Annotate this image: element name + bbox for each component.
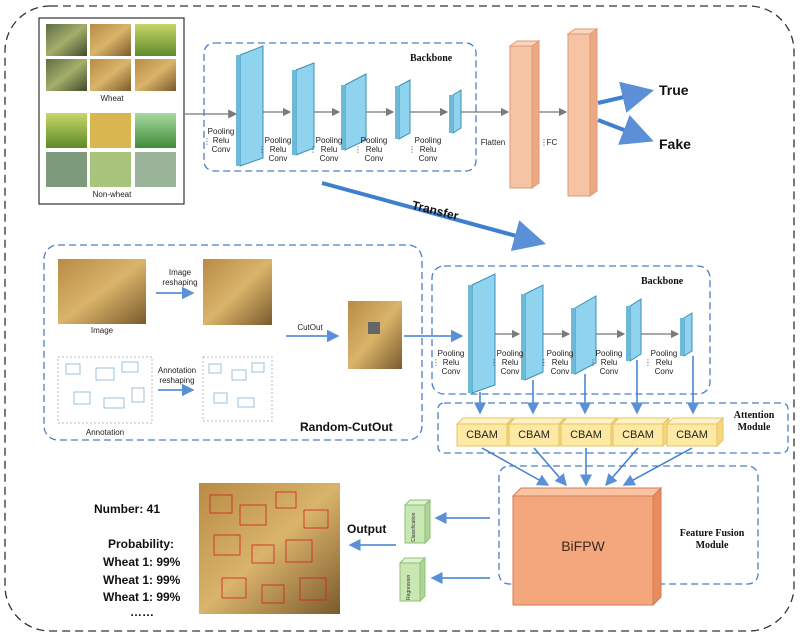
wheat-thumb xyxy=(90,59,131,91)
annotation-reshaping-label: Annotation reshaping xyxy=(157,366,197,385)
attention-module-title: Attention Module xyxy=(733,410,775,433)
outer-frame xyxy=(4,5,795,632)
transfer-arrow xyxy=(321,181,546,252)
wheat-thumb xyxy=(90,24,131,56)
probability-ellipsis: …… xyxy=(130,605,154,619)
lower-conv-layer-4 xyxy=(626,298,642,362)
probability-title: Probability: xyxy=(108,537,175,551)
top-conv-layer-3 xyxy=(341,73,367,151)
nonwheat-thumb xyxy=(135,152,176,187)
top-conv-layer-2 xyxy=(292,62,315,156)
top-backbone-title: Backbone xyxy=(410,53,453,64)
regression-head xyxy=(398,556,427,603)
annotation-image xyxy=(57,356,153,424)
fake-arrow xyxy=(597,115,654,145)
lower-backbone-title: Backbone xyxy=(641,276,684,287)
feature-fusion-title: Feature Fusion Module xyxy=(679,528,745,551)
reshaped-annotation xyxy=(202,356,273,422)
probability-line-2: Wheat 1: 99% xyxy=(103,573,181,587)
fc-label: FC xyxy=(546,138,558,147)
probability-line-3: Wheat 1: 99% xyxy=(103,590,181,604)
fc-block xyxy=(566,28,599,197)
top-conv-layer-4 xyxy=(395,79,411,140)
classification-label: Classification xyxy=(411,512,417,542)
cbam-block: CBAM xyxy=(676,429,708,441)
lower-conv-layer-2 xyxy=(521,284,544,381)
nonwheat-thumb xyxy=(46,113,87,148)
dataset-image-panel xyxy=(38,17,185,205)
image-label: Image xyxy=(90,326,114,335)
bifpw-label: BiFPW xyxy=(561,538,605,554)
cutout-image xyxy=(348,301,402,369)
output-label: Output xyxy=(347,522,387,536)
cutout-frame xyxy=(43,244,423,441)
classification-head xyxy=(403,498,432,545)
number-result: Number: 41 xyxy=(94,502,161,516)
wheat-thumb xyxy=(46,59,87,91)
source-image xyxy=(58,259,146,324)
regression-label: Regression xyxy=(406,574,412,600)
true-arrow xyxy=(597,81,654,113)
cbam-block: CBAM xyxy=(570,429,602,441)
lower-conv-layer-1 xyxy=(468,273,496,394)
bifpw-block xyxy=(511,486,663,607)
lower-conv-layer-5 xyxy=(680,312,693,357)
cutout-label: CutOut xyxy=(297,323,323,332)
detection-output-image xyxy=(199,483,340,614)
true-label: True xyxy=(659,82,689,98)
nonwheat-thumb xyxy=(90,152,131,187)
image-reshaping-label: Image reshaping xyxy=(162,268,198,287)
random-cutout-title: Random-CutOut xyxy=(300,420,393,434)
annotation-label: Annotation xyxy=(85,428,125,437)
nonwheat-thumb xyxy=(46,152,87,187)
lower-backbone-frame xyxy=(431,265,711,395)
attention-frame xyxy=(437,402,789,454)
reshaped-image xyxy=(203,259,272,325)
wheat-thumb xyxy=(135,59,176,91)
wheat-thumb xyxy=(135,24,176,56)
flatten-label: Flatten xyxy=(480,138,506,147)
fake-label: Fake xyxy=(659,136,691,152)
wheat-label: Wheat xyxy=(100,94,124,103)
lower-conv-layer-3 xyxy=(571,295,597,375)
nonwheat-thumb xyxy=(135,113,176,148)
wheat-thumb xyxy=(46,24,87,56)
cbam-block: CBAM xyxy=(622,429,654,441)
flatten-block xyxy=(508,40,541,189)
top-conv-layer-5 xyxy=(449,89,462,134)
nonwheat-thumb xyxy=(90,113,131,148)
cbam-block: CBAM xyxy=(466,429,498,441)
cbam-block: CBAM xyxy=(518,429,550,441)
top-backbone-frame xyxy=(203,42,477,172)
top-conv-layer-1 xyxy=(236,45,264,167)
probability-line-1: Wheat 1: 99% xyxy=(103,555,181,569)
nonwheat-label: Non-wheat xyxy=(92,190,132,199)
cbam-block-shapes xyxy=(455,416,725,448)
